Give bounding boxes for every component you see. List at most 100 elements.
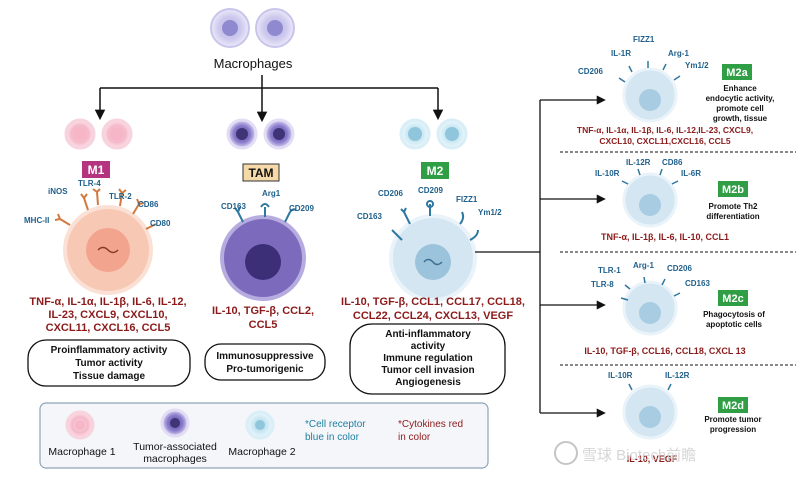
subtype-arrows [475, 95, 606, 418]
m2-receptor: Ym1/2 [478, 208, 502, 217]
m2a-description: growth, tissue [713, 114, 768, 123]
tam-badge-label: TAM [248, 166, 273, 180]
tam-cytokines: IL-10, TGF-β, CCL2, [212, 305, 314, 317]
legend-m1-icon [65, 410, 95, 440]
m1-function: Tissue damage [73, 371, 146, 382]
m2a-cytokines: TNF-α, IL-1α, IL-1β, IL-6, IL-12,IL-23, … [577, 125, 753, 135]
legend-m1-label: Macrophage 1 [48, 446, 115, 458]
m2c-description: apoptotic cells [706, 320, 763, 329]
m2-receptor: CD209 [418, 186, 443, 195]
m1-cytokines: TNF-α, IL-1α, IL-1β, IL-6, IL-12, [29, 296, 186, 308]
m2b-receptor: IL-6R [681, 169, 701, 178]
m2c-receptor: CD163 [685, 279, 710, 288]
m2-function: Immune regulation [383, 353, 472, 364]
m2a-badge-label: M2a [726, 67, 748, 79]
m2c-badge [718, 290, 748, 306]
m2a-description: promote cell [716, 104, 764, 113]
m2a-receptor: FIZZ1 [633, 35, 655, 44]
m1-badge-label: M1 [88, 163, 105, 177]
m2-cytokines: IL-10, TGF-β, CCL1, CCL17, CCL18, [341, 296, 525, 308]
top-macrophage-icons [210, 8, 295, 48]
tam-receptor: Arg1 [262, 189, 281, 198]
tam-cell [220, 203, 306, 301]
m1-cell-pair [64, 118, 133, 150]
legend-tam-label: macrophages [143, 453, 207, 465]
m2b-receptor: CD86 [662, 158, 683, 167]
tam-cell-pair [226, 118, 295, 150]
subtype-dividers [560, 151, 796, 366]
m2a-description: Enhance [723, 84, 757, 93]
m2a-cell [618, 61, 681, 123]
legend-tam-icon [160, 408, 190, 438]
m1-receptor: TLR-2 [109, 192, 132, 201]
tam-badge [242, 163, 280, 182]
tam-function: Immunosuppressive [216, 351, 314, 362]
m2b-description: differentiation [706, 212, 759, 221]
m2-cytokines: CCL22, CCL24, CXCL13, VEGF [353, 310, 513, 322]
m2d-cell [622, 383, 678, 440]
m2-function: Angiogenesis [395, 377, 461, 388]
m2a-description: endocytic activity, [706, 94, 775, 103]
m2-receptor: CD163 [357, 212, 382, 221]
m1-cytokines: CXCL11, CXCL16, CCL5 [46, 322, 171, 334]
watermark: 雪球 Biotech前瞻 [554, 441, 696, 465]
m2b-badge [718, 181, 748, 197]
m2c-receptor: TLR-8 [591, 280, 614, 289]
m2d-receptor: IL-12R [665, 371, 690, 380]
m2-cell-pair [399, 118, 468, 150]
m1-function-box [27, 339, 191, 387]
legend-tam-label: Tumor-associated [133, 441, 217, 453]
m2c-badge-label: M2c [722, 293, 743, 305]
m2a-cytokines: CXCL10, CXCL11,CXCL16, CCL5 [599, 136, 731, 146]
tam-receptor: CD209 [289, 204, 314, 213]
m2-receptor: CD206 [378, 189, 403, 198]
legend-m2-icon [245, 410, 275, 440]
m2b-description: Promote Th2 [709, 202, 758, 211]
m2-function: Anti-inflammatory [385, 329, 471, 340]
m2-function: Tumor cell invasion [381, 365, 474, 376]
m2d-badge [718, 397, 748, 413]
m2d-description: progression [710, 425, 756, 434]
m2b-cell [621, 168, 679, 228]
m2-function-box [349, 323, 506, 395]
m2c-receptor: TLR-1 [598, 266, 621, 275]
legend-cytokine-note: *Cytokines red [398, 419, 463, 430]
m2c-cytokines: IL-10, TGF-β, CCL16, CCL18, CXCL 13 [584, 346, 745, 356]
m1-receptor: CD80 [150, 219, 171, 228]
legend-receptor-note: blue in color [305, 432, 360, 443]
m2-badge [421, 162, 449, 179]
m2-cell [389, 200, 479, 302]
tam-function: Pro-tumorigenic [226, 364, 304, 375]
m2b-receptor: IL-12R [626, 158, 651, 167]
m2a-receptor: IL-1R [611, 49, 631, 58]
m1-receptor: TLR-4 [78, 179, 101, 188]
m2d-cytokines: IL-10, VEGF [627, 454, 678, 464]
m2b-cytokines: TNF-α, IL-1β, IL-6, IL-10, CCL1 [601, 232, 729, 242]
m1-receptor: MHC-II [24, 216, 49, 225]
m2c-receptor: CD206 [667, 264, 692, 273]
m2a-receptor: CD206 [578, 67, 603, 76]
m2a-receptor: Arg-1 [668, 49, 689, 58]
m2-receptor: FIZZ1 [456, 195, 478, 204]
m1-cytokines: IL-23, CXCL9, CXCL10, [48, 309, 167, 321]
m2b-badge-label: M2b [722, 184, 744, 196]
m1-badge [82, 161, 110, 178]
diagram-title: Macrophages [214, 56, 293, 71]
legend-cytokine-note: in color [398, 432, 431, 443]
watermark-text: 雪球 Biotech前瞻 [582, 447, 696, 464]
m2d-receptor: IL-10R [608, 371, 633, 380]
m2c-description: Phagocytosis of [703, 310, 765, 319]
m2-function: activity [411, 341, 446, 352]
m1-cell [54, 188, 157, 295]
m1-function: Tumor activity [75, 358, 143, 369]
m2-badge-label: M2 [427, 164, 444, 178]
m2a-badge [722, 64, 752, 80]
m2b-receptor: IL-10R [595, 169, 620, 178]
branch-arrows [94, 75, 444, 123]
m2c-receptor: Arg-1 [633, 261, 654, 270]
m1-function: Proinflammatory activity [51, 345, 168, 356]
m1-receptor: CD86 [138, 200, 159, 209]
tam-function-box [204, 343, 326, 381]
legend-m2-label: Macrophage 2 [228, 446, 295, 458]
